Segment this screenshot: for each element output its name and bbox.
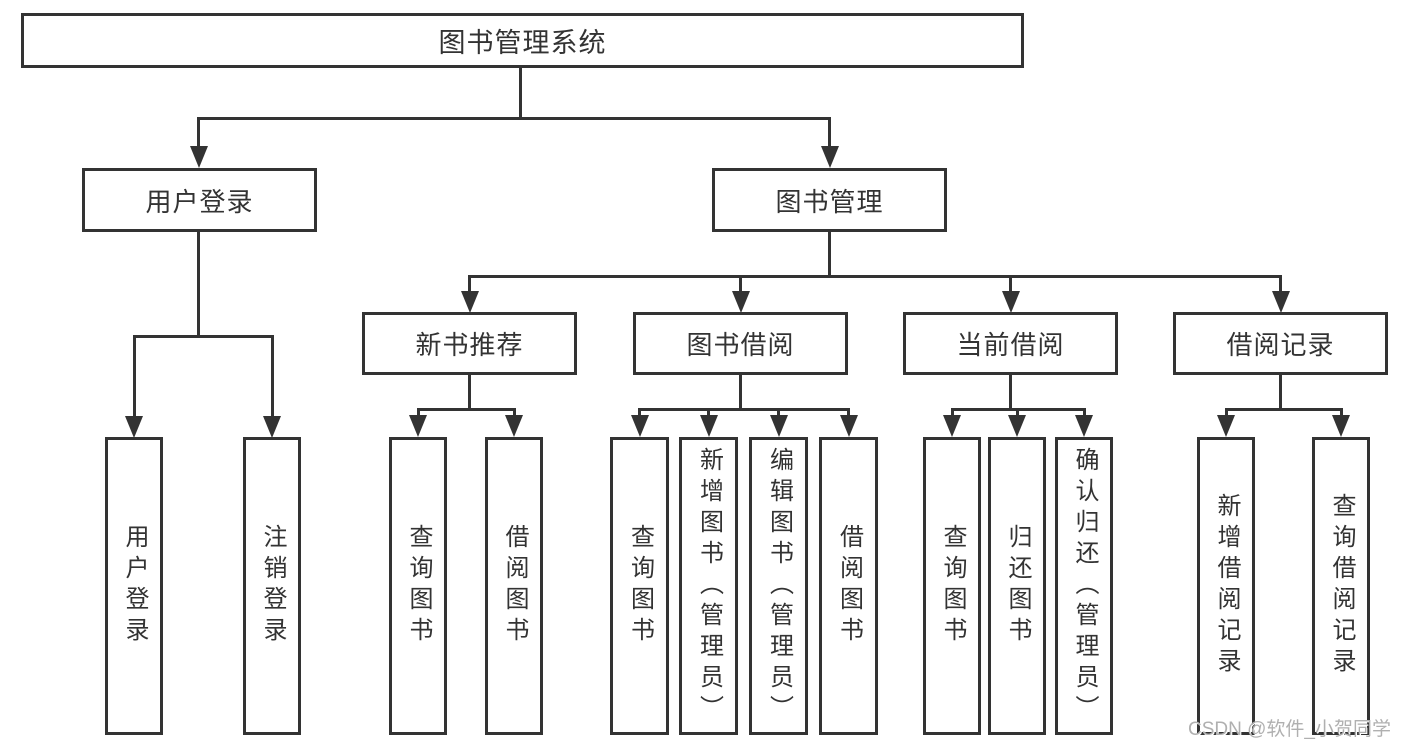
connector-drop-leaf xyxy=(513,408,516,418)
connector-hbar xyxy=(417,408,516,411)
arrow-down-icon xyxy=(943,415,961,437)
arrow-down-icon xyxy=(770,415,788,437)
leaf-current-confirm-return-admin: 确认归还（管理员） xyxy=(1055,437,1113,735)
arrow-down-icon xyxy=(840,415,858,437)
arrow-down-icon xyxy=(461,291,479,313)
connector-drop-leaf xyxy=(638,408,641,418)
csdn-watermark: CSDN @软件_小贺同学 xyxy=(1188,719,1391,740)
leaf-user-login: 用户登录 xyxy=(105,437,163,735)
leaf-current-confirm-return-admin-label: 确认归还（管理员） xyxy=(1071,446,1098,726)
arrow-down-icon xyxy=(700,415,718,437)
connector-riser xyxy=(1279,375,1282,408)
arrow-down-icon xyxy=(1008,415,1026,437)
node-book-mgmt: 图书管理 xyxy=(712,168,947,232)
connector-drop-leaf xyxy=(417,408,420,418)
leaf-record-add: 新增借阅记录 xyxy=(1197,437,1255,735)
leaf-logout: 注销登录 xyxy=(243,437,301,735)
connector-drop-leaf xyxy=(1083,408,1086,418)
leaf-recommend-borrow-book: 借阅图书 xyxy=(485,437,543,735)
arrow-down-icon xyxy=(125,416,143,438)
leaf-logout-label: 注销登录 xyxy=(259,524,286,648)
leaf-borrow-edit-book-admin: 编辑图书（管理员） xyxy=(749,437,808,735)
leaf-current-query-book-label: 查询图书 xyxy=(939,524,966,648)
connector-drop-leaf xyxy=(707,408,710,418)
connector-riser xyxy=(1009,375,1012,408)
connector-drop-leaf xyxy=(847,408,850,418)
node-borrow-record: 借阅记录 xyxy=(1173,312,1388,375)
arrow-down-icon xyxy=(263,416,281,438)
node-root-label: 图书管理系统 xyxy=(438,28,607,58)
connector-riser xyxy=(468,375,471,408)
leaf-borrow-edit-book-admin-label: 编辑图书（管理员） xyxy=(765,446,793,726)
connector-book-hbar xyxy=(468,275,1282,278)
connector-root-riser xyxy=(519,68,522,117)
node-user-login-label: 用户登录 xyxy=(145,186,254,217)
arrow-down-icon xyxy=(505,415,523,437)
node-user-login: 用户登录 xyxy=(82,168,317,232)
connector-drop-leaf xyxy=(951,408,954,418)
leaf-record-query: 查询借阅记录 xyxy=(1312,437,1370,735)
node-current-borrow: 当前借阅 xyxy=(903,312,1118,375)
arrow-down-icon xyxy=(1332,415,1350,437)
arrow-down-icon xyxy=(732,291,750,313)
connector-drop-l3 xyxy=(1009,275,1012,293)
leaf-borrow-query-book-label: 查询图书 xyxy=(626,524,654,648)
connector-drop-user-login xyxy=(197,117,200,148)
node-book-mgmt-label: 图书管理 xyxy=(775,186,884,217)
connector-drop-leaf xyxy=(271,335,274,418)
arrow-down-icon xyxy=(631,415,649,437)
connector-drop-l3 xyxy=(468,275,471,293)
arrow-down-icon xyxy=(1075,415,1093,437)
connector-user-riser xyxy=(197,232,200,335)
node-new-book-recommend-label: 新书推荐 xyxy=(415,330,524,360)
connector-drop-leaf xyxy=(777,408,780,418)
connector-riser xyxy=(739,375,742,408)
connector-hbar xyxy=(1225,408,1343,411)
leaf-recommend-query-book: 查询图书 xyxy=(389,437,447,735)
leaf-borrow-borrow-book-label: 借阅图书 xyxy=(835,524,863,648)
connector-drop-leaf xyxy=(1340,408,1343,418)
leaf-current-return-book: 归还图书 xyxy=(988,437,1046,735)
node-new-book-recommend: 新书推荐 xyxy=(362,312,577,375)
leaf-borrow-add-book-admin-label: 新增图书（管理员） xyxy=(695,446,723,726)
leaf-recommend-borrow-book-label: 借阅图书 xyxy=(501,524,528,648)
connector-drop-leaf xyxy=(1016,408,1019,418)
leaf-current-return-book-label: 归还图书 xyxy=(1004,524,1031,648)
connector-drop-leaf xyxy=(1225,408,1228,418)
arrow-down-icon xyxy=(1002,291,1020,313)
connector-user-hbar xyxy=(133,335,274,338)
node-current-borrow-label: 当前借阅 xyxy=(956,330,1065,360)
arrow-down-icon xyxy=(1272,291,1290,313)
leaf-borrow-query-book: 查询图书 xyxy=(610,437,669,735)
leaf-record-add-label: 新增借阅记录 xyxy=(1213,493,1240,679)
node-book-borrow-label: 图书借阅 xyxy=(686,330,795,360)
arrow-down-icon xyxy=(1217,415,1235,437)
connector-drop-book-mgmt xyxy=(828,117,831,148)
connector-hbar xyxy=(638,408,850,411)
leaf-borrow-borrow-book: 借阅图书 xyxy=(819,437,878,735)
leaf-recommend-query-book-label: 查询图书 xyxy=(405,524,432,648)
leaf-current-query-book: 查询图书 xyxy=(923,437,981,735)
connector-drop-l3 xyxy=(1279,275,1282,293)
connector-root-hbar xyxy=(197,117,831,120)
leaf-borrow-add-book-admin: 新增图书（管理员） xyxy=(679,437,738,735)
arrow-down-icon xyxy=(821,146,839,168)
connector-book-riser xyxy=(828,232,831,275)
node-borrow-record-label: 借阅记录 xyxy=(1226,330,1335,360)
leaf-user-login-label: 用户登录 xyxy=(121,524,148,648)
connector-drop-leaf xyxy=(133,335,136,418)
connector-drop-l3 xyxy=(739,275,742,293)
arrow-down-icon xyxy=(190,146,208,168)
arrow-down-icon xyxy=(409,415,427,437)
leaf-record-query-label: 查询借阅记录 xyxy=(1328,493,1355,679)
node-root: 图书管理系统 xyxy=(21,13,1024,68)
node-book-borrow: 图书借阅 xyxy=(633,312,848,375)
